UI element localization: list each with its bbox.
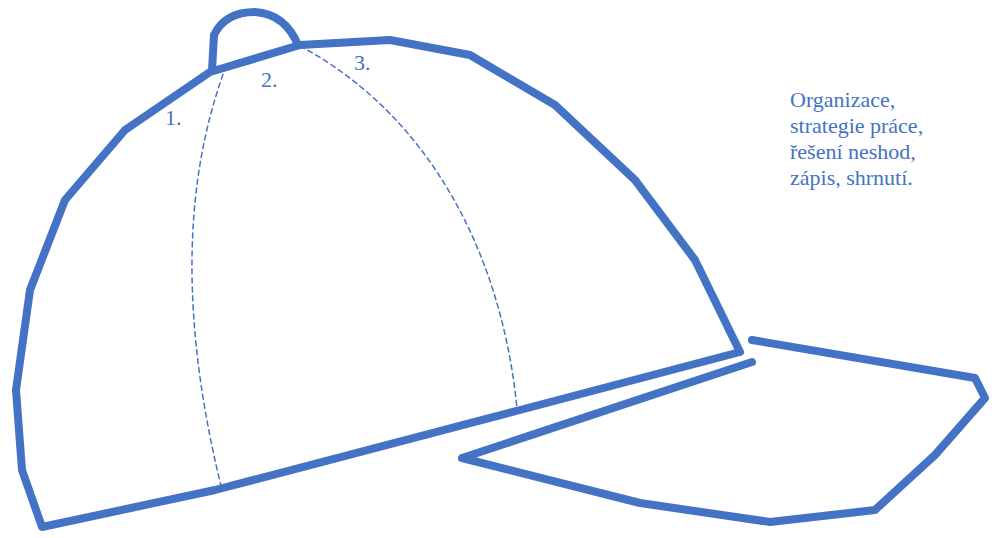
cap-crown: [16, 40, 740, 527]
cap-button: [212, 12, 298, 70]
callout-number: 1.: [165, 105, 182, 131]
callout-number: 2.: [261, 67, 278, 93]
panel-seam: [300, 46, 517, 408]
panel-seam: [192, 66, 226, 490]
cap-brim: [462, 340, 985, 522]
callout-number: 3.: [354, 50, 371, 76]
note-text: Organizace, strategie práce, řešení nesh…: [790, 87, 968, 191]
